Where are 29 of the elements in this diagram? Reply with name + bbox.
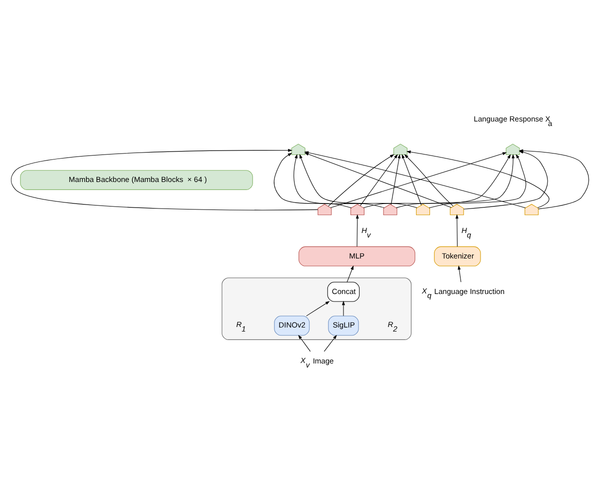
arrow bbox=[300, 154, 418, 208]
arrow bbox=[330, 152, 507, 208]
arrow bbox=[298, 334, 311, 352]
arrow bbox=[10, 148, 318, 210]
arrow bbox=[360, 154, 398, 206]
arrow bbox=[363, 154, 511, 208]
arrow bbox=[404, 154, 454, 206]
node-house bbox=[416, 203, 430, 215]
node-house bbox=[318, 203, 332, 215]
arrow bbox=[328, 154, 394, 206]
arrow bbox=[390, 154, 401, 204]
arrow bbox=[428, 154, 526, 208]
node-house bbox=[393, 143, 408, 154]
node-house bbox=[383, 203, 398, 215]
node-house bbox=[450, 203, 464, 215]
node-house bbox=[524, 203, 539, 215]
arrow bbox=[458, 264, 462, 282]
node-house bbox=[291, 143, 306, 154]
arrow bbox=[306, 300, 330, 316]
arrow bbox=[342, 300, 345, 316]
node-house bbox=[350, 203, 364, 215]
arrow bbox=[346, 264, 354, 282]
arrow bbox=[356, 214, 359, 246]
node-house bbox=[506, 143, 520, 154]
arrow bbox=[402, 154, 422, 205]
arrow bbox=[294, 154, 384, 208]
arrow bbox=[455, 214, 458, 246]
arrow bbox=[396, 153, 515, 208]
arrow bbox=[324, 334, 337, 352]
